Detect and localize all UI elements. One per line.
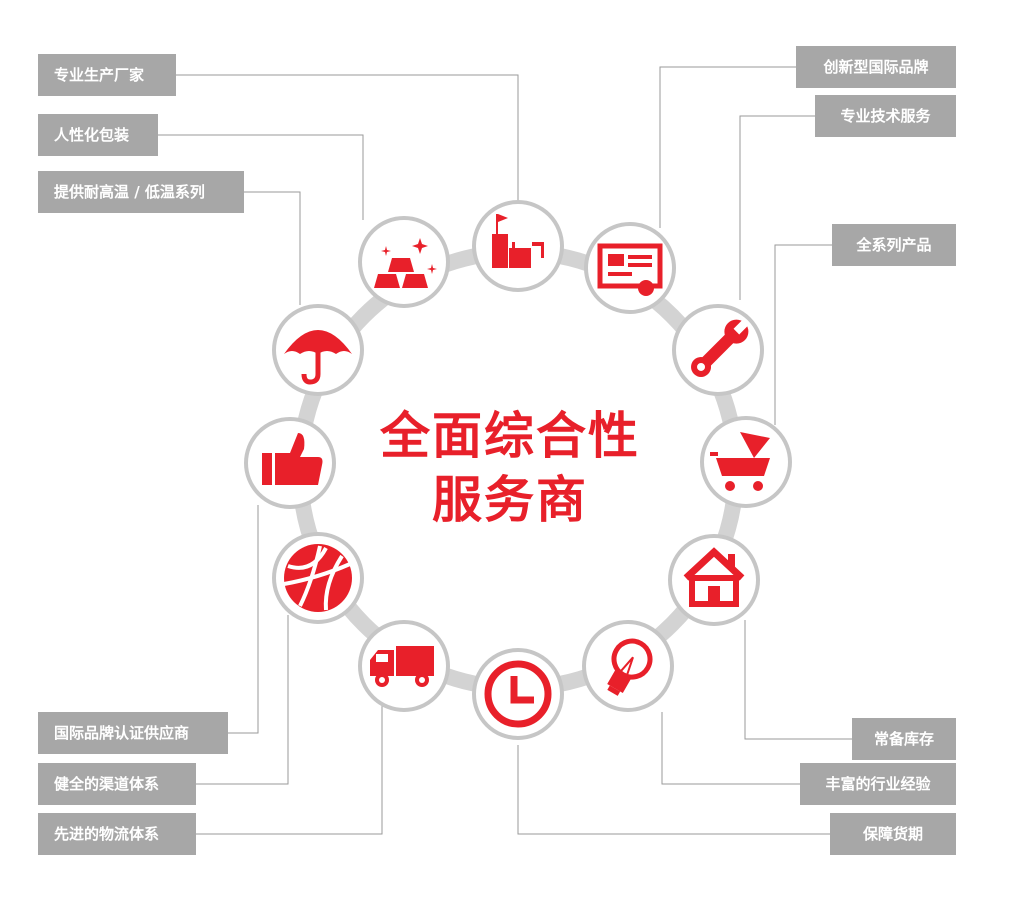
- center-title-line-2: 服务商: [432, 471, 588, 529]
- network-globe-icon: [283, 544, 352, 612]
- thumbs-up-icon: [262, 433, 323, 485]
- node-thumbs: [244, 417, 336, 509]
- node-clock: [472, 648, 564, 740]
- connector-factory: [176, 74, 519, 200]
- node-house: [668, 534, 760, 626]
- label-channel-system: 健全的渠道体系: [38, 763, 196, 805]
- umbrella-icon: [284, 330, 352, 385]
- node-umbrella: [272, 304, 364, 396]
- connector-cart: [774, 244, 832, 425]
- node-certificate: [584, 222, 676, 314]
- factory-icon: [492, 214, 544, 268]
- connector-gold-bars: [158, 134, 364, 220]
- label-professional-manufacturer: 专业生产厂家: [38, 54, 176, 96]
- label-regular-stock: 常备库存: [852, 718, 956, 760]
- label-delivery-guarantee: 保障货期: [830, 813, 956, 855]
- connector-truck: [196, 700, 383, 835]
- label-industry-experience: 丰富的行业经验: [800, 763, 956, 805]
- clock-icon: [484, 660, 552, 728]
- node-truck: [358, 620, 450, 712]
- label-innovative-brand: 创新型国际品牌: [796, 46, 956, 88]
- node-cart: [700, 416, 792, 508]
- delivery-truck-icon: [370, 646, 434, 687]
- label-full-product-range: 全系列产品: [832, 224, 956, 266]
- node-globe: [272, 532, 364, 624]
- label-high-low-temperature-series: 提供耐高温 / 低温系列: [38, 171, 244, 213]
- connector-thumbs: [228, 505, 259, 734]
- connector-bulb: [661, 712, 800, 785]
- label-logistics-system: 先进的物流体系: [38, 813, 196, 855]
- connector-globe: [196, 615, 289, 785]
- connector-wrench: [739, 115, 815, 300]
- light-bulb-icon: [607, 638, 653, 696]
- connector-house: [744, 620, 852, 740]
- gold-bars-icon: [374, 238, 437, 288]
- label-user-friendly-packaging: 人性化包装: [38, 114, 158, 156]
- house-icon: [683, 547, 745, 607]
- connector-lines: [158, 66, 852, 835]
- connector-umbrella: [244, 191, 301, 305]
- label-technical-service: 专业技术服务: [815, 95, 956, 137]
- label-certified-supplier: 国际品牌认证供应商: [38, 712, 228, 754]
- center-title-line-1: 全面综合性: [380, 407, 640, 465]
- wrench-icon: [691, 318, 750, 377]
- node-factory: [472, 200, 564, 292]
- node-bulb: [582, 620, 674, 712]
- connector-certificate: [659, 66, 796, 228]
- icon-nodes: [244, 200, 792, 740]
- shopping-cart-icon: [710, 432, 770, 491]
- certificate-icon: [597, 243, 663, 296]
- node-wrench: [672, 304, 764, 396]
- connector-clock: [517, 745, 830, 835]
- node-gold-bars: [358, 216, 450, 308]
